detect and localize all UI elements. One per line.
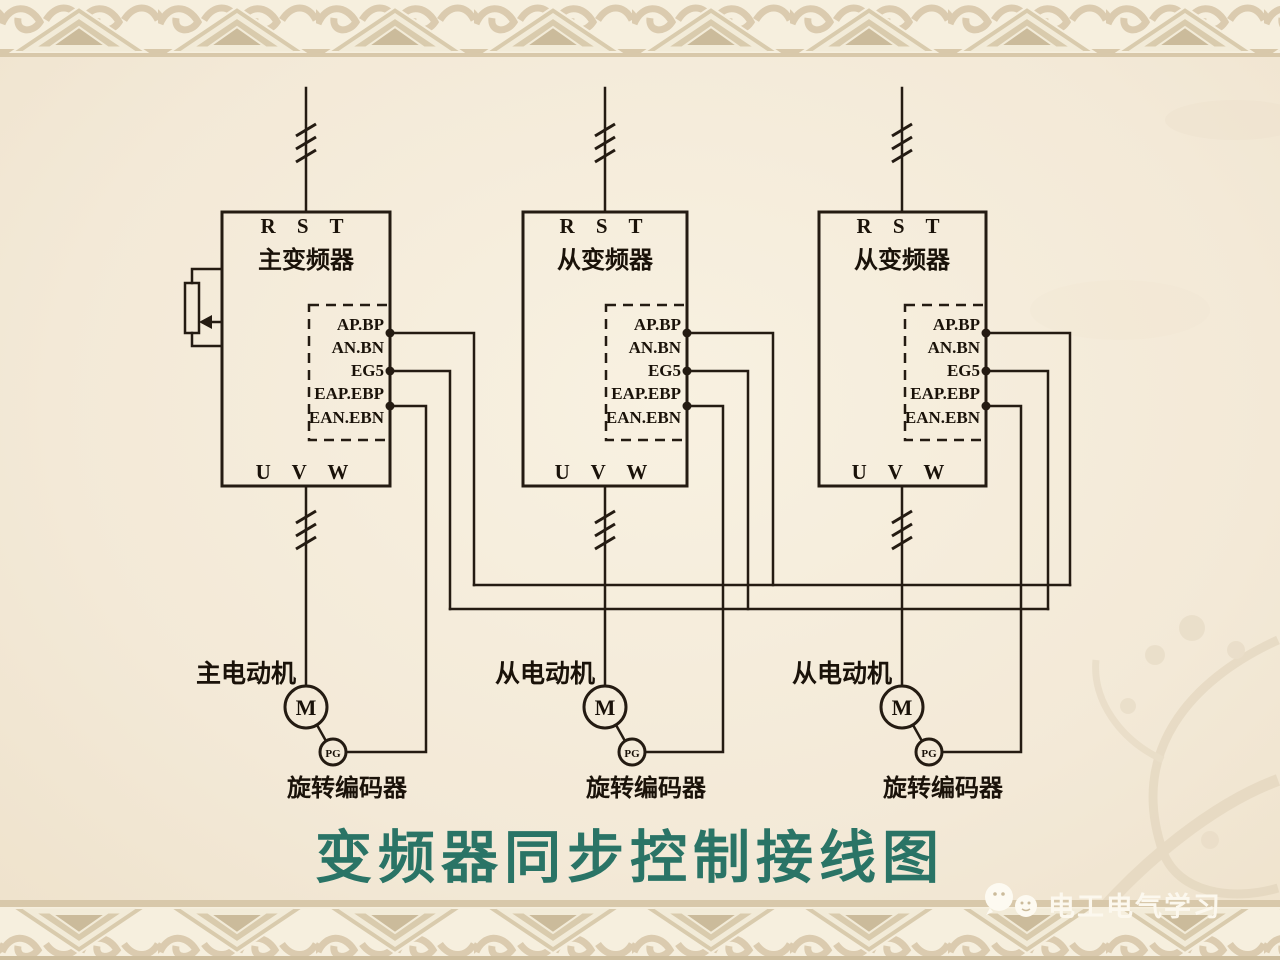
inverter-name-1: 主变频器 xyxy=(258,246,355,274)
encoder-symbol-2: PG xyxy=(624,748,640,760)
potentiometer xyxy=(183,267,224,348)
terminal-label: AP.BP xyxy=(337,315,384,334)
terminal-box-3 xyxy=(903,303,988,442)
encoder-feedback-wire-3 xyxy=(940,404,1023,754)
shaft-line-3 xyxy=(911,723,924,743)
three-phase-marks-bottom-1 xyxy=(295,509,317,551)
encoder-label-3: 旋转编码器 xyxy=(882,774,1004,802)
inverter-unit-1: R S T 主变频器 AP.BP AN.BN EG5 EAP.EBP EAN.E… xyxy=(183,86,476,802)
potentiometer-bottom-wire xyxy=(190,331,224,348)
eg5-wire-3 xyxy=(984,369,1050,611)
motor-circle-3 xyxy=(879,684,925,730)
three-phase-marks-top-3 xyxy=(891,122,913,164)
eg5-wire-2 xyxy=(685,369,750,611)
encoder-symbol-1: PG xyxy=(325,748,341,760)
ap-wire-3 xyxy=(984,331,1072,587)
encoder-feedback-wire-2 xyxy=(643,404,725,754)
three-phase-marks-bottom-2 xyxy=(594,509,616,551)
encoder-feedback-wire-1 xyxy=(344,404,428,754)
inverter-name-3: 从变频器 xyxy=(854,246,951,274)
terminal-box-1 xyxy=(307,303,392,442)
motor-symbol-1: M xyxy=(296,695,317,720)
ap-wire-1 xyxy=(388,331,476,587)
shaft-line-2 xyxy=(614,723,627,743)
terminal-box-2 xyxy=(604,303,689,442)
encoder-label-2: 旋转编码器 xyxy=(585,774,707,802)
inverter-unit-3: R S T 从变频器 AP.BP AN.BN EG5 EAP.EBP EAN.E… xyxy=(792,86,1072,802)
watermark-text: 电工电气学习 xyxy=(1048,891,1222,922)
ap-wire-2 xyxy=(685,331,775,587)
motor-symbol-2: M xyxy=(595,695,616,720)
terminal-label: EAN.EBN xyxy=(309,408,385,427)
terminal-label: EAP.EBP xyxy=(611,384,681,403)
terminal-label: EAN.EBN xyxy=(905,408,981,427)
motor-circle-1 xyxy=(283,684,329,730)
encoder-label-1: 旋转编码器 xyxy=(286,774,408,802)
inverter-unit-2: R S T 从变频器 AP.BP AN.BN EG5 EAP.EBP EAN.E… xyxy=(495,86,775,802)
terminal-label: AN.BN xyxy=(332,338,385,357)
input-phases-label-3: R S T xyxy=(857,214,948,238)
output-phases-label-3: U V W xyxy=(852,460,953,484)
motor-label-2: 从电动机 xyxy=(495,660,595,688)
chat-bubbles-logo-icon xyxy=(985,883,1037,917)
input-phases-label-1: R S T xyxy=(261,214,352,238)
eg5-wire-1 xyxy=(388,369,452,611)
potentiometer-top-wire xyxy=(190,267,224,285)
output-phases-label-1: U V W xyxy=(256,460,357,484)
input-phases-label-2: R S T xyxy=(560,214,651,238)
shaft-line-1 xyxy=(315,723,328,743)
terminal-label: AN.BN xyxy=(629,338,682,357)
motor-symbol-3: M xyxy=(892,695,913,720)
watermark: 电工电气学习 xyxy=(985,883,1222,922)
encoder-symbol-3: PG xyxy=(921,748,937,760)
potentiometer-wiper-arrow xyxy=(199,315,212,329)
motor-label-3: 从电动机 xyxy=(792,660,892,688)
terminal-label: EAP.EBP xyxy=(314,384,384,403)
three-phase-marks-top-1 xyxy=(295,122,317,164)
terminal-label: AP.BP xyxy=(634,315,681,334)
terminal-label: EAP.EBP xyxy=(910,384,980,403)
terminal-label: EG5 xyxy=(947,361,980,380)
inverter-name-2: 从变频器 xyxy=(557,246,654,274)
motor-circle-2 xyxy=(582,684,628,730)
output-phases-label-2: U V W xyxy=(555,460,656,484)
motor-label-1: 主电动机 xyxy=(196,660,296,688)
terminal-label: EG5 xyxy=(351,361,384,380)
terminal-label: EG5 xyxy=(648,361,681,380)
three-phase-marks-bottom-3 xyxy=(891,509,913,551)
terminal-label: AP.BP xyxy=(933,315,980,334)
top-border-pattern xyxy=(0,0,1280,57)
diagram-title: 变频器同步控制接线图 xyxy=(315,827,945,890)
bottom-border-pattern xyxy=(0,900,1280,960)
three-phase-marks-top-2 xyxy=(594,122,616,164)
terminal-label: AN.BN xyxy=(928,338,981,357)
terminal-label: EAN.EBN xyxy=(606,408,682,427)
